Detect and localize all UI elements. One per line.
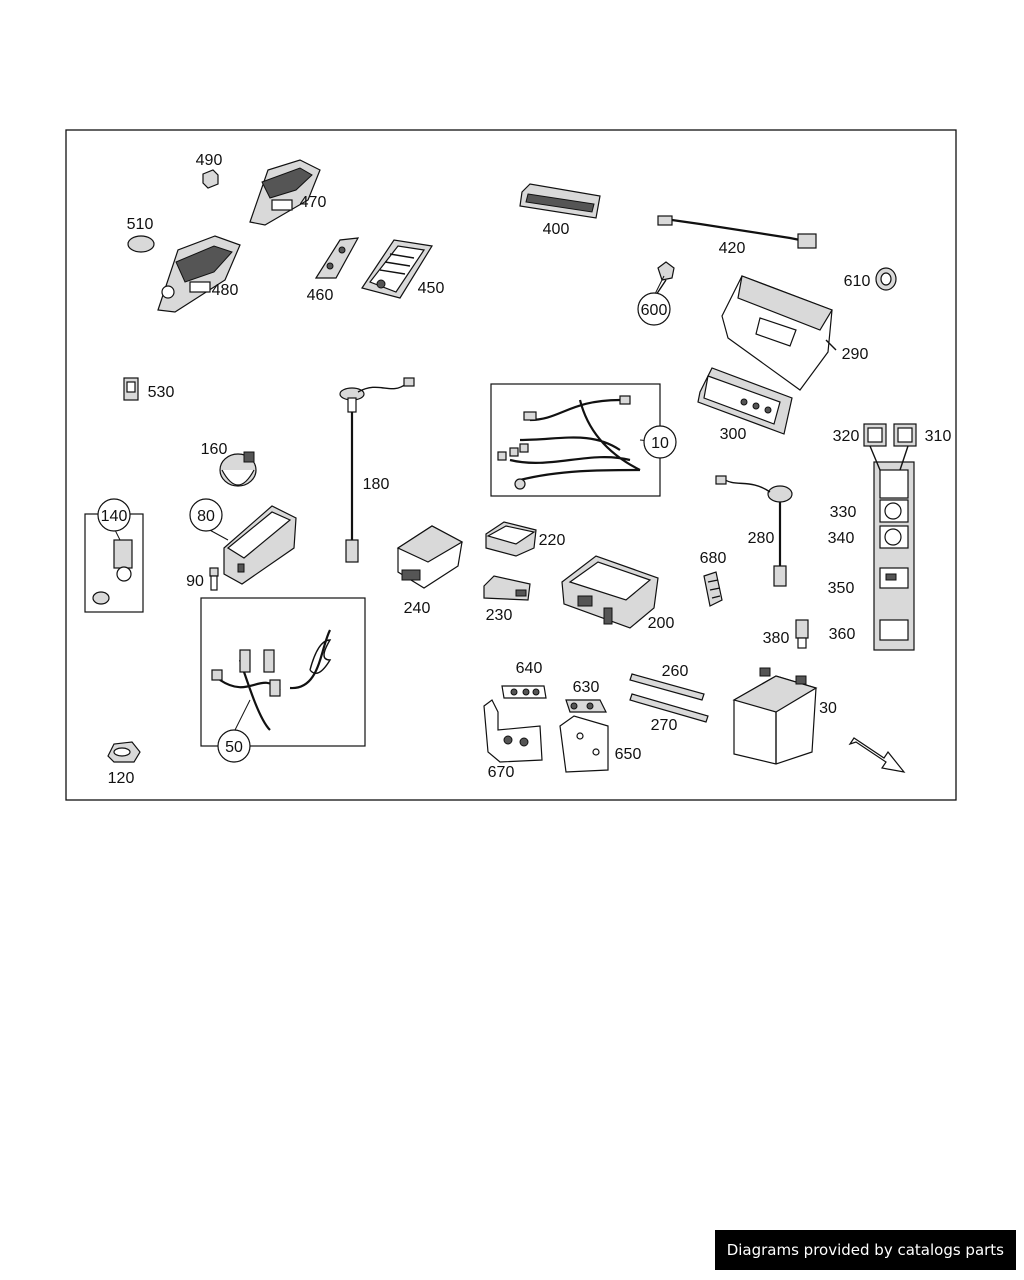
- part-670-bracket[interactable]: [483, 699, 543, 763]
- callout-680: 680: [700, 550, 727, 567]
- callout-320: 320: [833, 428, 860, 445]
- callout-220: 220: [539, 532, 566, 549]
- part-460-switch-strip[interactable]: [314, 237, 360, 279]
- part-160-lamp[interactable]: [219, 451, 257, 487]
- part-300-control-unit[interactable]: [697, 367, 793, 435]
- callout-260: 260: [662, 663, 689, 680]
- callout-circles: [97, 292, 677, 763]
- part-50-wiring-harness-group[interactable]: [200, 597, 366, 747]
- callout-630: 630: [573, 679, 600, 696]
- callout-400: 400: [543, 221, 570, 238]
- part-630-connector[interactable]: [565, 699, 607, 713]
- callout-290: 290: [842, 346, 869, 363]
- callout-80: 80: [197, 508, 215, 525]
- callout-360: 360: [829, 626, 856, 643]
- direction-arrow-icon: [848, 737, 906, 773]
- callout-670: 670: [488, 764, 515, 781]
- callout-180: 180: [363, 476, 390, 493]
- callout-380: 380: [763, 630, 790, 647]
- callout-510: 510: [127, 216, 154, 233]
- callout-330: 330: [830, 504, 857, 521]
- part-650-plate[interactable]: [559, 715, 609, 773]
- callout-480: 480: [212, 282, 239, 299]
- part-290-console-housing[interactable]: [721, 275, 837, 391]
- callout-120: 120: [108, 770, 135, 787]
- part-380-sensor[interactable]: [795, 619, 809, 649]
- callout-420: 420: [719, 240, 746, 257]
- part-120-key[interactable]: [107, 741, 141, 763]
- callout-300: 300: [720, 426, 747, 443]
- callout-230: 230: [486, 607, 513, 624]
- part-10-wiring-harness-group[interactable]: [490, 383, 661, 497]
- callout-160: 160: [201, 441, 228, 458]
- callout-350: 350: [828, 580, 855, 597]
- part-510-round-cap[interactable]: [127, 235, 155, 253]
- callout-30: 30: [819, 700, 837, 717]
- part-400-overhead-light[interactable]: [519, 183, 601, 219]
- part-switch-panel[interactable]: [869, 445, 915, 651]
- part-270-strip[interactable]: [629, 693, 709, 723]
- part-600-clip[interactable]: [655, 261, 675, 296]
- callout-50: 50: [225, 739, 243, 756]
- part-680-connector[interactable]: [703, 571, 723, 607]
- part-480-light-housing[interactable]: [157, 235, 241, 313]
- part-220-module[interactable]: [485, 521, 537, 557]
- callout-650: 650: [615, 746, 642, 763]
- part-280-sensor[interactable]: [715, 475, 793, 587]
- part-310-frame[interactable]: [893, 423, 917, 447]
- part-90-screw[interactable]: [209, 567, 219, 591]
- part-640-bracket[interactable]: [501, 685, 547, 699]
- part-240-box[interactable]: [396, 525, 464, 589]
- footer-credit-badge: Diagrams provided by catalogs parts: [714, 1230, 1016, 1270]
- part-450-control-panel[interactable]: [361, 239, 433, 299]
- callout-340: 340: [828, 530, 855, 547]
- callout-470: 470: [300, 194, 327, 211]
- callout-10: 10: [651, 435, 669, 452]
- callout-240: 240: [404, 600, 431, 617]
- callout-280: 280: [748, 530, 775, 547]
- part-320-cover[interactable]: [863, 423, 887, 447]
- callout-200: 200: [648, 615, 675, 632]
- callout-530: 530: [148, 384, 175, 401]
- part-80-control-module[interactable]: [223, 505, 297, 585]
- part-610-plug[interactable]: [875, 267, 897, 291]
- part-260-strip[interactable]: [629, 673, 705, 701]
- callout-90: 90: [186, 573, 204, 590]
- callout-600: 600: [641, 302, 668, 319]
- callout-460: 460: [307, 287, 334, 304]
- callout-270: 270: [651, 717, 678, 734]
- part-420-cable[interactable]: [657, 215, 817, 249]
- part-180-tank-sensor[interactable]: [339, 377, 415, 563]
- part-30-battery[interactable]: [732, 667, 818, 765]
- callout-610: 610: [844, 273, 871, 290]
- callout-640: 640: [516, 660, 543, 677]
- callout-310: 310: [925, 428, 952, 445]
- callout-450: 450: [418, 280, 445, 297]
- part-470-light-housing[interactable]: [249, 159, 321, 226]
- part-230-relay[interactable]: [483, 575, 531, 601]
- part-140-key-group[interactable]: [84, 513, 144, 613]
- part-530-switch[interactable]: [123, 377, 139, 401]
- callout-490: 490: [196, 152, 223, 169]
- part-200-control-unit[interactable]: [561, 555, 659, 629]
- part-490-clip[interactable]: [202, 169, 219, 189]
- callout-140: 140: [101, 508, 128, 525]
